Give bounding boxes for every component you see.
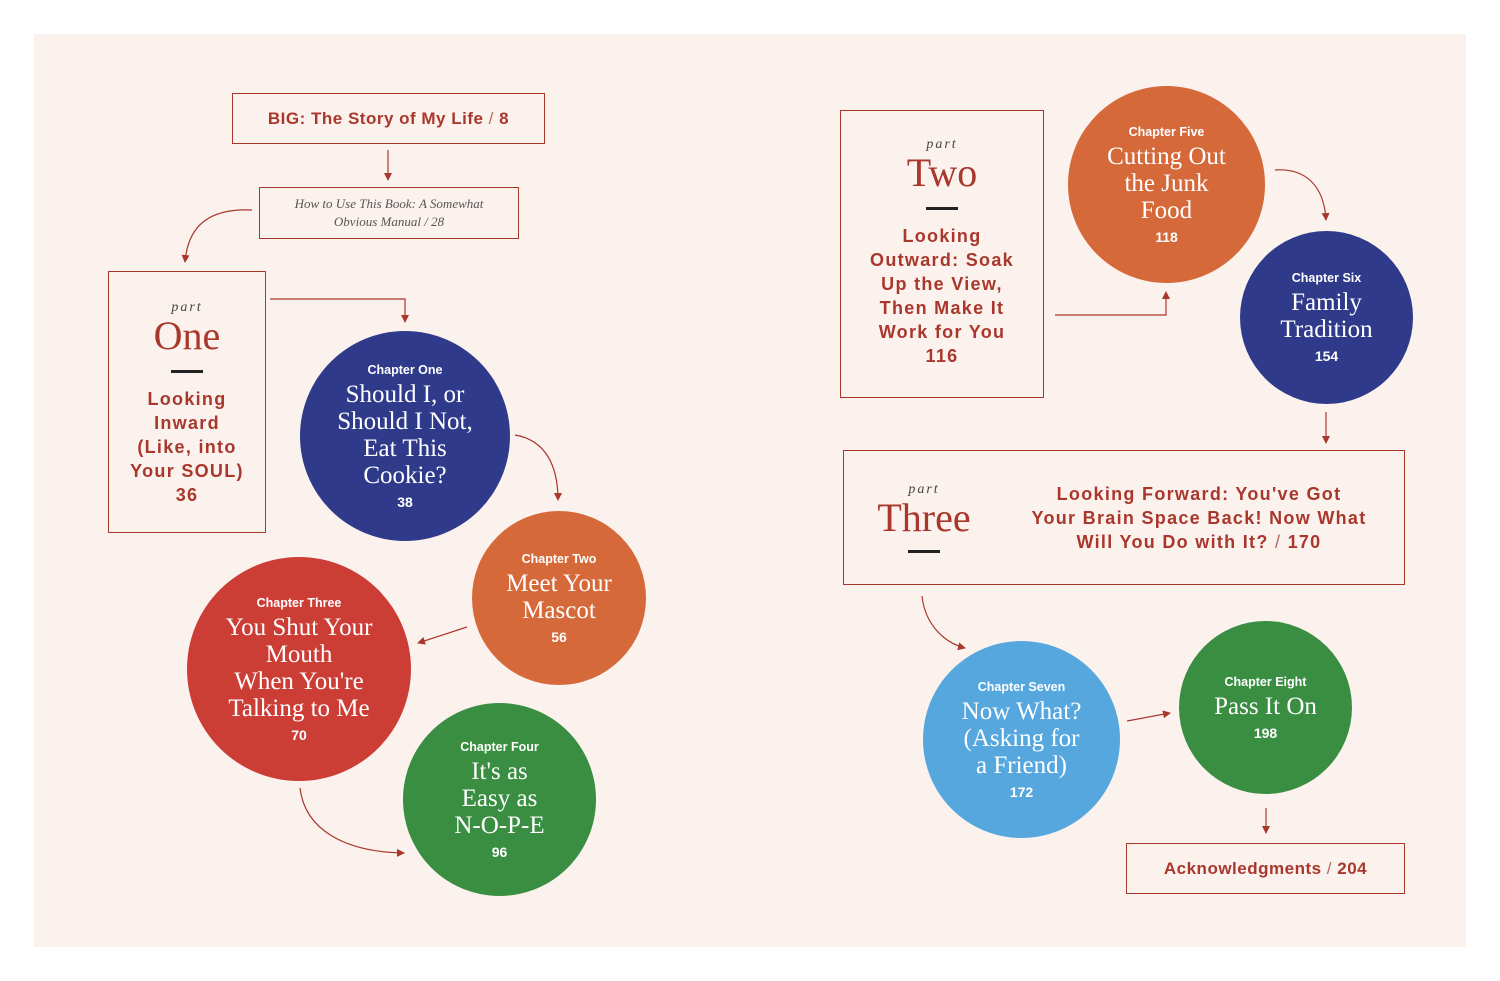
chapter-page: 38 bbox=[397, 493, 413, 510]
intro-title: BIG: The Story of My Life bbox=[267, 108, 484, 128]
how-to-entry: How to Use This Book: A Somewhat Obvious… bbox=[259, 187, 519, 239]
divider bbox=[908, 550, 940, 553]
chapter-label: Chapter One bbox=[367, 362, 443, 377]
part-one-box: part One Looking Inward (Like, into Your… bbox=[108, 271, 266, 533]
part-three-box: part Three Looking Forward: You've Got Y… bbox=[843, 450, 1405, 585]
chapter-page: 56 bbox=[551, 628, 567, 645]
chapter-title: It's as Easy as N-O-P-E bbox=[454, 757, 545, 839]
part-three-desc-line: Will You Do with It? bbox=[1076, 531, 1269, 552]
part-two-page: 116 bbox=[925, 346, 959, 366]
chapter-title: Cutting Out the Junk Food bbox=[1107, 142, 1226, 224]
chapter-title: Family Tradition bbox=[1280, 289, 1373, 343]
part-two-box: part Two Looking Outward: Soak Up the Vi… bbox=[840, 110, 1044, 398]
chapter-title: Pass It On bbox=[1214, 692, 1317, 720]
part-label: part bbox=[171, 300, 203, 315]
part-three-heading: part Three bbox=[844, 482, 1004, 553]
intro-entry: BIG: The Story of My Life / 8 bbox=[232, 93, 545, 144]
part-one-description: Looking Inward (Like, into Your SOUL) bbox=[130, 389, 244, 481]
divider bbox=[171, 370, 203, 373]
chapter-five-circle: Chapter Five Cutting Out the Junk Food 1… bbox=[1068, 86, 1265, 283]
part-two-description: Looking Outward: Soak Up the View, Then … bbox=[870, 226, 1014, 342]
part-one-name: One bbox=[153, 313, 221, 358]
how-to-title: How to Use This Book: A Somewhat bbox=[294, 196, 484, 211]
chapter-eight-circle: Chapter Eight Pass It On 198 bbox=[1179, 621, 1352, 794]
divider bbox=[926, 207, 958, 210]
chapter-page: 172 bbox=[1009, 783, 1034, 800]
separator: / bbox=[483, 108, 500, 128]
chapter-title: Now What? (Asking for a Friend) bbox=[961, 697, 1082, 779]
acknowledgments-page: 204 bbox=[1337, 858, 1368, 878]
chapter-title: Meet Your Mascot bbox=[506, 569, 612, 624]
part-three-desc-line: Your Brain Space Back! Now What bbox=[1031, 507, 1367, 528]
chapter-label: Chapter Three bbox=[256, 595, 342, 610]
part-three-page: 170 bbox=[1287, 531, 1322, 552]
chapter-label: Chapter Five bbox=[1128, 124, 1205, 139]
part-three-name: Three bbox=[877, 495, 971, 540]
chapter-page: 96 bbox=[491, 843, 508, 860]
chapter-label: Chapter Six bbox=[1291, 271, 1362, 285]
chapter-title: You Shut Your Mouth When You're Talking … bbox=[225, 613, 373, 722]
acknowledgments-title: Acknowledgments bbox=[1163, 858, 1322, 878]
chapter-two-circle: Chapter Two Meet Your Mascot 56 bbox=[472, 511, 646, 685]
chapter-page: 118 bbox=[1155, 228, 1178, 245]
part-three-description: Looking Forward: You've Got Your Brain S… bbox=[1004, 482, 1394, 554]
chapter-title: Should I, or Should I Not, Eat This Cook… bbox=[337, 380, 473, 489]
part-two-name: Two bbox=[906, 150, 978, 195]
chapter-page: 154 bbox=[1314, 348, 1339, 364]
chapter-label: Chapter Four bbox=[460, 739, 539, 754]
chapter-label: Chapter Seven bbox=[977, 679, 1066, 694]
how-to-title-cont: Obvious Manual bbox=[333, 214, 421, 229]
chapter-page: 70 bbox=[291, 726, 307, 743]
chapter-three-circle: Chapter Three You Shut Your Mouth When Y… bbox=[187, 557, 411, 781]
chapter-one-circle: Chapter One Should I, or Should I Not, E… bbox=[300, 331, 510, 541]
chapter-label: Chapter Two bbox=[521, 551, 597, 566]
acknowledgments-entry: Acknowledgments / 204 bbox=[1126, 843, 1405, 894]
chapter-six-circle: Chapter Six Family Tradition 154 bbox=[1240, 231, 1413, 404]
part-one-page: 36 bbox=[175, 485, 199, 505]
chapter-four-circle: Chapter Four It's as Easy as N-O-P-E 96 bbox=[403, 703, 596, 896]
intro-page: 8 bbox=[499, 108, 510, 128]
how-to-page: 28 bbox=[431, 214, 445, 229]
part-label: part bbox=[908, 482, 940, 497]
separator: / bbox=[1321, 858, 1338, 878]
chapter-page: 198 bbox=[1253, 724, 1278, 741]
part-three-desc-line: Looking Forward: You've Got bbox=[1056, 483, 1342, 504]
part-label: part bbox=[926, 137, 958, 152]
chapter-label: Chapter Eight bbox=[1224, 674, 1307, 689]
chapter-seven-circle: Chapter Seven Now What? (Asking for a Fr… bbox=[923, 641, 1120, 838]
